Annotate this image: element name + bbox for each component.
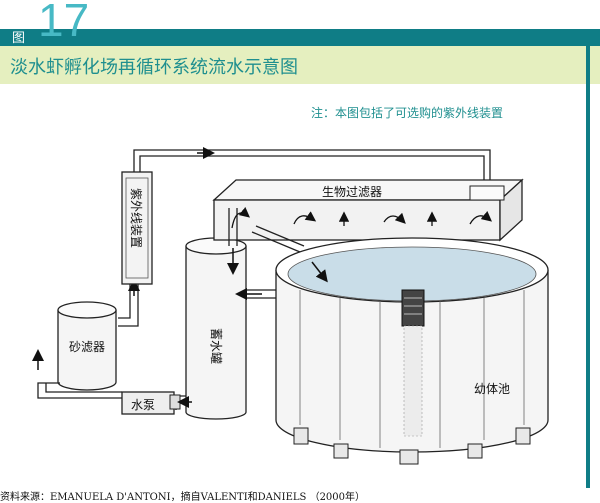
pump-label: 水泵	[131, 398, 155, 412]
sand-filter	[57, 301, 117, 391]
title-band	[0, 46, 600, 84]
pipe-sandfilter-to-uv	[118, 282, 139, 327]
pipe-larval-to-tank	[246, 289, 276, 299]
right-margin-bar	[586, 30, 590, 488]
bio-filter	[212, 178, 524, 242]
uv-device	[121, 171, 153, 285]
figure-note: 注：本图包括了可选购的紫外线装置	[311, 106, 504, 120]
figure-number: 17	[38, 0, 90, 46]
bio-filter-label: 生物过滤器	[322, 185, 382, 199]
uv-device-label: 紫外线装置	[129, 188, 143, 248]
pipe-pump-to-sandfilter	[37, 382, 122, 399]
larval-tank-label: 幼体池	[474, 382, 510, 396]
center-standpipe	[401, 289, 425, 437]
pipe-biofilter-to-tank	[228, 208, 238, 246]
sand-filter-label: 砂滤器	[69, 340, 105, 354]
figure-title: 淡水虾孵化场再循环系统流水示意图	[10, 57, 298, 78]
arrow-into-larval	[311, 261, 328, 283]
source-note: 资料来源：EMANUELA D'ANTONI，摘自VALENTI和DANIELS…	[0, 492, 366, 503]
storage-tank-label: 蓄水罐	[209, 328, 223, 364]
pipe-uv-to-biofilter	[133, 149, 491, 192]
pipe-biofilter-to-larval	[251, 225, 305, 253]
figure-label: 图	[12, 31, 26, 46]
header-bar	[0, 29, 600, 46]
pump	[121, 391, 181, 415]
storage-tank	[185, 237, 247, 420]
biofilter-flow-arrows	[231, 207, 492, 229]
